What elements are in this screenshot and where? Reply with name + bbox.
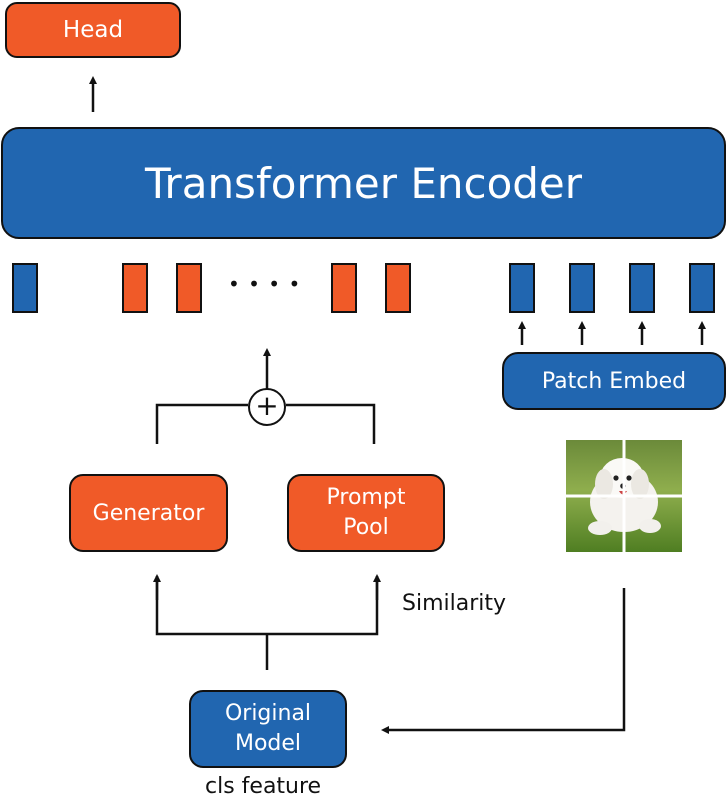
original-model-label-line1: Original	[224, 701, 312, 726]
head-box: Head	[5, 2, 181, 58]
generator-box: Generator	[69, 474, 228, 552]
puppy-photo-split-into-patches	[566, 440, 682, 552]
head-label: Head	[62, 17, 124, 43]
plus-symbol: +	[255, 388, 279, 422]
prompt-pool-box: Prompt Pool	[287, 474, 445, 552]
generator-label: Generator	[92, 500, 205, 526]
patch-token	[509, 263, 535, 313]
transformer-encoder-box: Transformer Encoder	[1, 127, 726, 239]
original-model-label-line2: Model	[234, 731, 302, 756]
prompt-token	[385, 263, 411, 313]
plus-circle: +	[248, 388, 286, 426]
prompt-token	[176, 263, 202, 313]
patch-embed-box: Patch Embed	[502, 352, 726, 410]
prompt-pool-label-line1: Prompt	[326, 485, 406, 510]
patch-token	[569, 263, 595, 313]
patch-token	[629, 263, 655, 313]
ellipsis: • • • •	[228, 272, 302, 296]
cls-token	[12, 263, 38, 313]
similarity-label: Similarity	[402, 591, 507, 616]
prompt-token	[331, 263, 357, 313]
prompt-token	[122, 263, 148, 313]
original-model-box: Original Model	[189, 690, 347, 768]
cls-feature-label: cls feature	[205, 774, 322, 799]
transformer-encoder-label: Transformer Encoder	[144, 158, 583, 208]
prompt-pool-label-line2: Pool	[343, 515, 389, 540]
patch-token	[689, 263, 715, 313]
patch-embed-label: Patch Embed	[541, 368, 687, 394]
